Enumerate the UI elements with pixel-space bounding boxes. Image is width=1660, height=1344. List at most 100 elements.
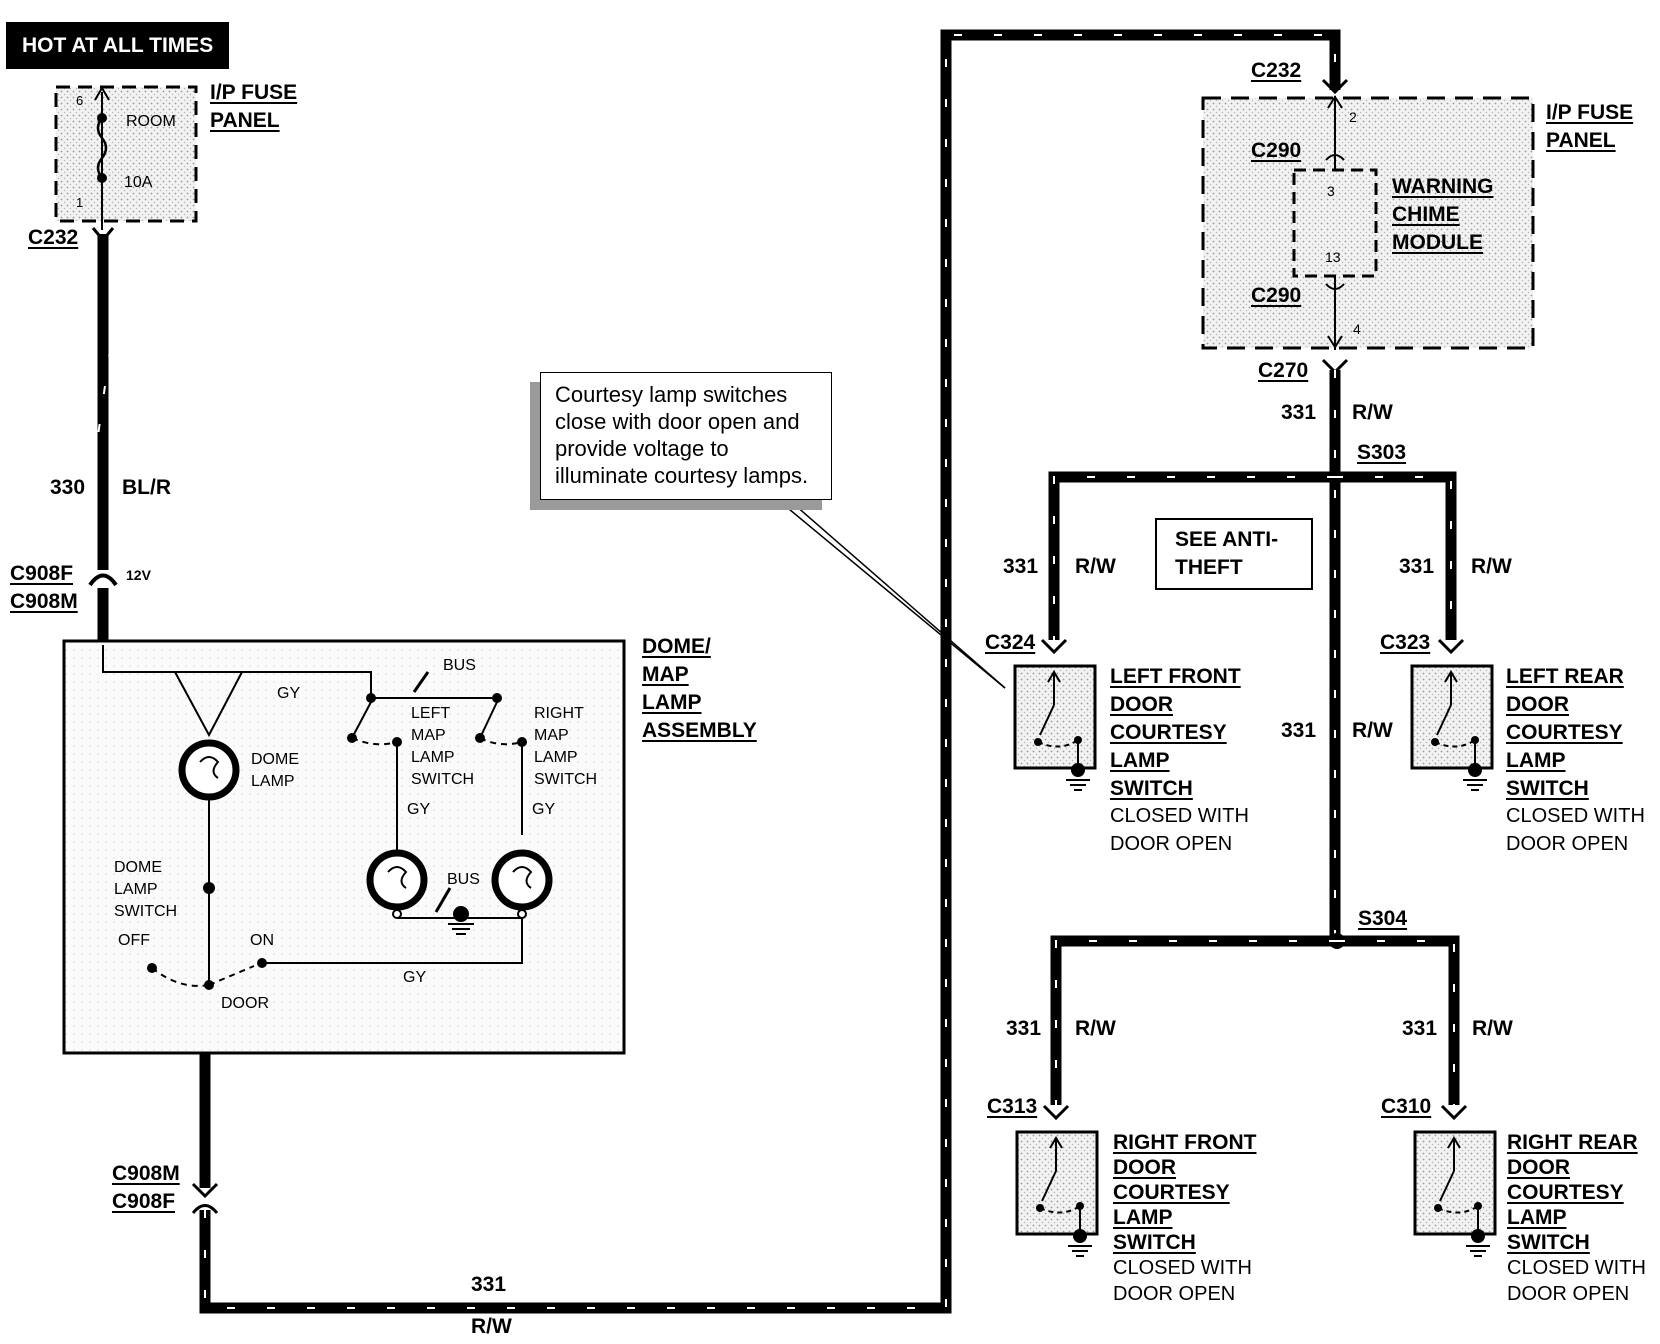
right-fuse-pin-4: 4 (1353, 321, 1361, 337)
wire-330-number: 330 (50, 476, 86, 499)
dome-lamp-line1: DOME (251, 751, 299, 768)
right-fuse-pin-3: 3 (1327, 183, 1335, 199)
chime-module-line3: MODULE (1392, 231, 1483, 254)
dome-lamp-bulb-icon (178, 739, 240, 801)
rr-switch-line3: COURTESY (1507, 1181, 1624, 1204)
rf-switch-line4: LAMP (1113, 1206, 1173, 1229)
rf-switch-line3: COURTESY (1113, 1181, 1230, 1204)
lf-switch-line2: DOOR (1110, 693, 1173, 716)
wire-331-lf-color: R/W (1075, 555, 1116, 578)
connector-c323: C323 (1380, 631, 1431, 654)
wire-331-top-number: 331 (1281, 401, 1317, 424)
left-fuse-panel-label-line1: I/P FUSE (210, 81, 298, 104)
rf-switch-note1: CLOSED WITH (1113, 1257, 1252, 1279)
connector-c232-left: C232 (28, 226, 79, 249)
rr-switch-line1: RIGHT REAR (1507, 1131, 1638, 1154)
right-rear-switch-icon (1413, 1130, 1497, 1257)
connector-c232-right: C232 (1251, 59, 1302, 82)
wire-331-lr-color: R/W (1471, 555, 1512, 578)
left-fuse-pin-top: 6 (76, 93, 84, 108)
rr-switch-line4: LAMP (1507, 1206, 1567, 1229)
connector-c908m-bottom: C908M (112, 1162, 180, 1185)
wire-331-rf-number: 331 (1006, 1017, 1042, 1040)
lf-switch-line1: LEFT FRONT (1110, 665, 1241, 688)
wire-331-mid-number: 331 (1281, 719, 1317, 742)
lr-switch-line3: COURTESY (1506, 721, 1623, 744)
bus-top-label: BUS (443, 657, 476, 674)
rf-switch-line1: RIGHT FRONT (1113, 1131, 1257, 1154)
right-fuse-panel-label-line1: I/P FUSE (1546, 101, 1634, 124)
lr-switch-note2: DOOR OPEN (1506, 833, 1629, 855)
rr-switch-line5: SWITCH (1507, 1231, 1590, 1254)
splice-s304-label: S304 (1358, 907, 1408, 930)
connector-c908f-bottom: C908F (112, 1190, 176, 1213)
right-fuse-panel-label-line2: PANEL (1546, 129, 1616, 152)
gy-right-label: GY (532, 801, 556, 818)
rr-switch-note1: CLOSED WITH (1507, 1257, 1646, 1279)
right-map-switch-line1: RIGHT (534, 705, 584, 722)
gy-left-label: GY (407, 801, 431, 818)
see-anti-theft-line1: SEE ANTI- (1175, 528, 1279, 551)
dome-switch-line3: SWITCH (114, 903, 178, 920)
fuse-element-icon (96, 117, 108, 179)
connector-c270: C270 (1258, 359, 1309, 382)
left-fuse-name: ROOM (126, 113, 176, 130)
left-front-switch-icon (1013, 664, 1097, 791)
courtesy-lamp-note: Courtesy lamp switches close with door o… (540, 372, 832, 500)
lf-switch-line5: SWITCH (1110, 777, 1193, 800)
wire-331-bottom-number: 331 (471, 1273, 507, 1296)
connector-c290-top: C290 (1251, 139, 1302, 162)
wire-331-rr-color: R/W (1472, 1017, 1513, 1040)
connector-c324: C324 (985, 631, 1036, 654)
wire-331-bottom-color: R/W (471, 1315, 512, 1338)
left-fuse-panel-box (54, 85, 198, 223)
wire-331-top-color: R/W (1352, 401, 1393, 424)
warning-chime-module-box (1292, 168, 1378, 278)
gy-top-label: GY (277, 685, 301, 702)
off-label: OFF (118, 932, 150, 949)
hot-at-all-times-badge: HOT AT ALL TIMES (6, 22, 230, 69)
lf-switch-line3: COURTESY (1110, 721, 1227, 744)
dome-assembly-title-line3: LAMP (642, 691, 702, 714)
connector-c290-bottom: C290 (1251, 284, 1302, 307)
dome-lamp-line2: LAMP (251, 773, 295, 790)
right-map-switch-line2: MAP (534, 727, 569, 744)
right-fuse-pin-2: 2 (1349, 109, 1357, 125)
left-fuse-panel-label-line2: PANEL (210, 109, 280, 132)
connector-c313: C313 (987, 1095, 1038, 1118)
dome-switch-line1: DOME (114, 859, 162, 876)
door-label: DOOR (221, 995, 269, 1012)
left-map-switch-line4: SWITCH (411, 771, 475, 788)
lf-switch-line4: LAMP (1110, 749, 1170, 772)
splice-s303-label: S303 (1357, 441, 1407, 464)
wire-331-lf-number: 331 (1003, 555, 1039, 578)
lf-switch-note2: DOOR OPEN (1110, 833, 1233, 855)
wire-331-lr-number: 331 (1399, 555, 1435, 578)
right-fuse-pin-13: 13 (1325, 249, 1341, 265)
dome-map-lamp-assembly-box (62, 639, 626, 1055)
left-rear-switch-icon (1410, 664, 1494, 791)
ground-icon (448, 906, 474, 935)
see-anti-theft-line2: THEFT (1175, 556, 1243, 579)
lf-switch-note1: CLOSED WITH (1110, 805, 1249, 827)
rr-switch-line2: DOOR (1507, 1156, 1570, 1179)
right-map-switch-line3: LAMP (534, 749, 578, 766)
on-label: ON (250, 932, 274, 949)
lr-switch-note1: CLOSED WITH (1506, 805, 1645, 827)
rr-switch-note2: DOOR OPEN (1507, 1283, 1630, 1305)
chime-module-line1: WARNING (1392, 175, 1494, 198)
left-map-switch-line2: MAP (411, 727, 446, 744)
wire-331-mid-color: R/W (1352, 719, 1393, 742)
rf-switch-note2: DOOR OPEN (1113, 1283, 1236, 1305)
connector-c310: C310 (1381, 1095, 1432, 1118)
lr-switch-line4: LAMP (1506, 749, 1566, 772)
right-front-switch-icon (1015, 1130, 1099, 1257)
lr-switch-line2: DOOR (1506, 693, 1569, 716)
wire-330-color: BL/R (122, 476, 171, 499)
wire-331-rr-number: 331 (1402, 1017, 1438, 1040)
dome-assembly-title-line2: MAP (642, 663, 689, 686)
rf-switch-line2: DOOR (1113, 1156, 1176, 1179)
dome-assembly-title-line1: DOME/ (642, 635, 711, 658)
rf-switch-line5: SWITCH (1113, 1231, 1196, 1254)
